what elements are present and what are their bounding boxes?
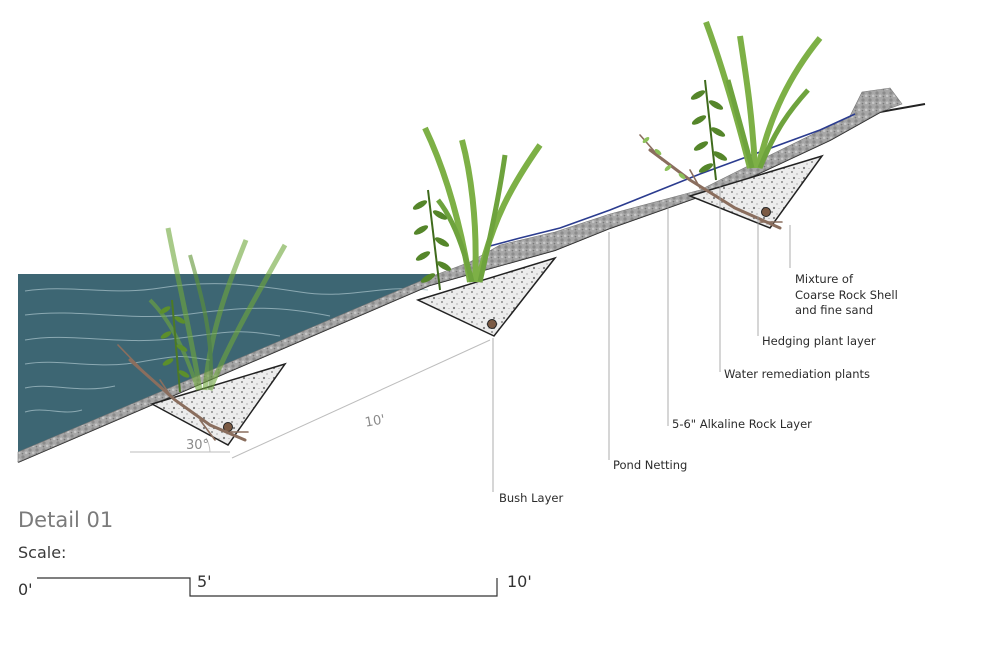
scale-label: Scale: [18,543,67,562]
pond-netting-line [489,113,856,247]
angle-dimension: 30° [186,438,210,453]
mixture-line-2: Coarse Rock Shell [795,287,898,302]
scale-tick-10: 10' [507,572,532,591]
alkaline-rock-layer [17,87,903,463]
bush-leaves-3 [642,137,686,179]
leader-lines [492,186,791,492]
hedge-plant-2 [412,189,452,291]
hedge-plant-3 [690,79,728,181]
alkaline-rock-callout: 5-6" Alkaline Rock Layer [672,417,812,431]
hedging-callout: Hedging plant layer [762,334,876,348]
scale-tick-5: 5' [197,572,212,591]
scale-tick-0: 0' [18,580,33,599]
hedge-plant-1 [159,299,190,393]
scale-bar [37,577,498,597]
water-plants-2 [422,126,543,283]
bush-layer-callout: Bush Layer [499,491,564,505]
mixture-callout: Mixture of Coarse Rock Shell and fine sa… [795,272,898,319]
detail-title: Detail 01 [18,508,114,532]
bush-layer-trenches [150,154,824,446]
dimension-lines [130,339,491,459]
bush-stems [117,134,783,442]
pond-netting-callout: Pond Netting [613,458,688,472]
water-plants-1 [148,227,288,391]
mixture-line-3: and fine sand [795,303,874,317]
mixture-line-1: Mixture of [795,272,854,286]
water-remediation-callout: Water remediation plants [724,367,871,381]
water-plants-3 [703,20,823,169]
